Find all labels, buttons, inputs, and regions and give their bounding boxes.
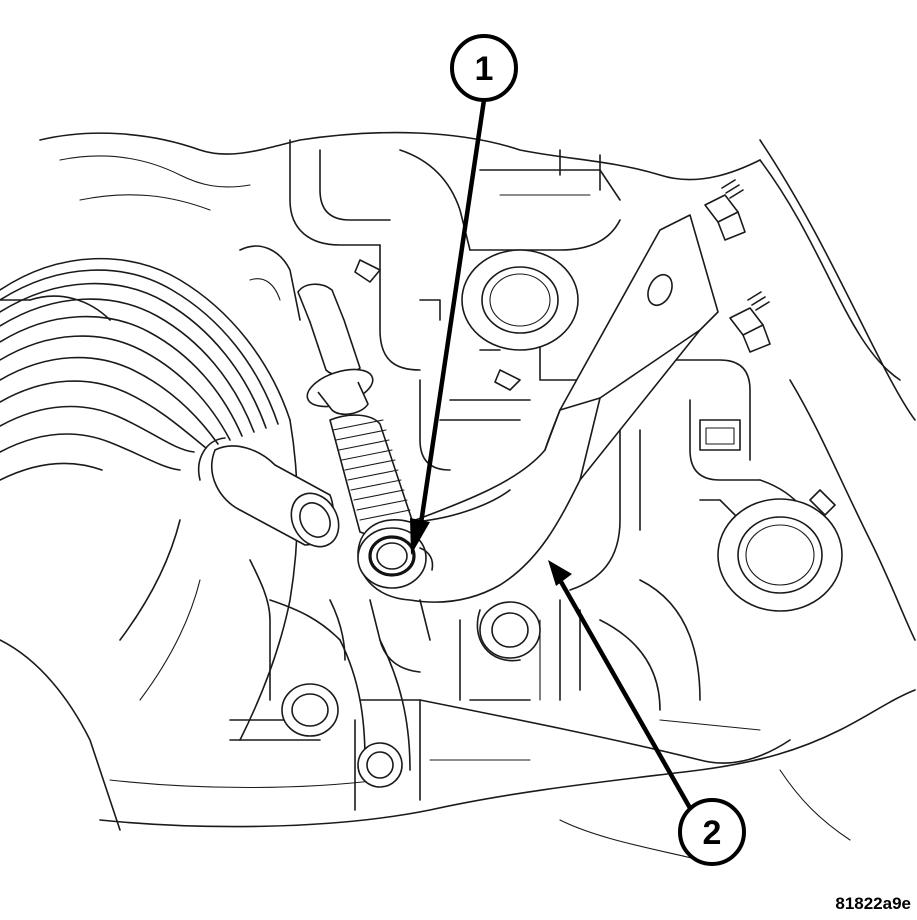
mount-bracket [329, 599, 431, 673]
callout-2-label: 2 [703, 814, 722, 852]
callout-2: 2 [548, 560, 746, 866]
callout-1: 1 [410, 34, 518, 555]
callout-1-label: 1 [475, 50, 494, 88]
studs [704, 179, 771, 353]
figure-code: 81822a9e [835, 894, 911, 913]
lower-bosses [281, 601, 541, 788]
pulley-grooves [0, 257, 299, 741]
right-port [717, 489, 843, 612]
housing-outline [0, 131, 916, 861]
tube [198, 437, 340, 548]
upper-port [461, 249, 579, 351]
bracket [357, 214, 719, 603]
